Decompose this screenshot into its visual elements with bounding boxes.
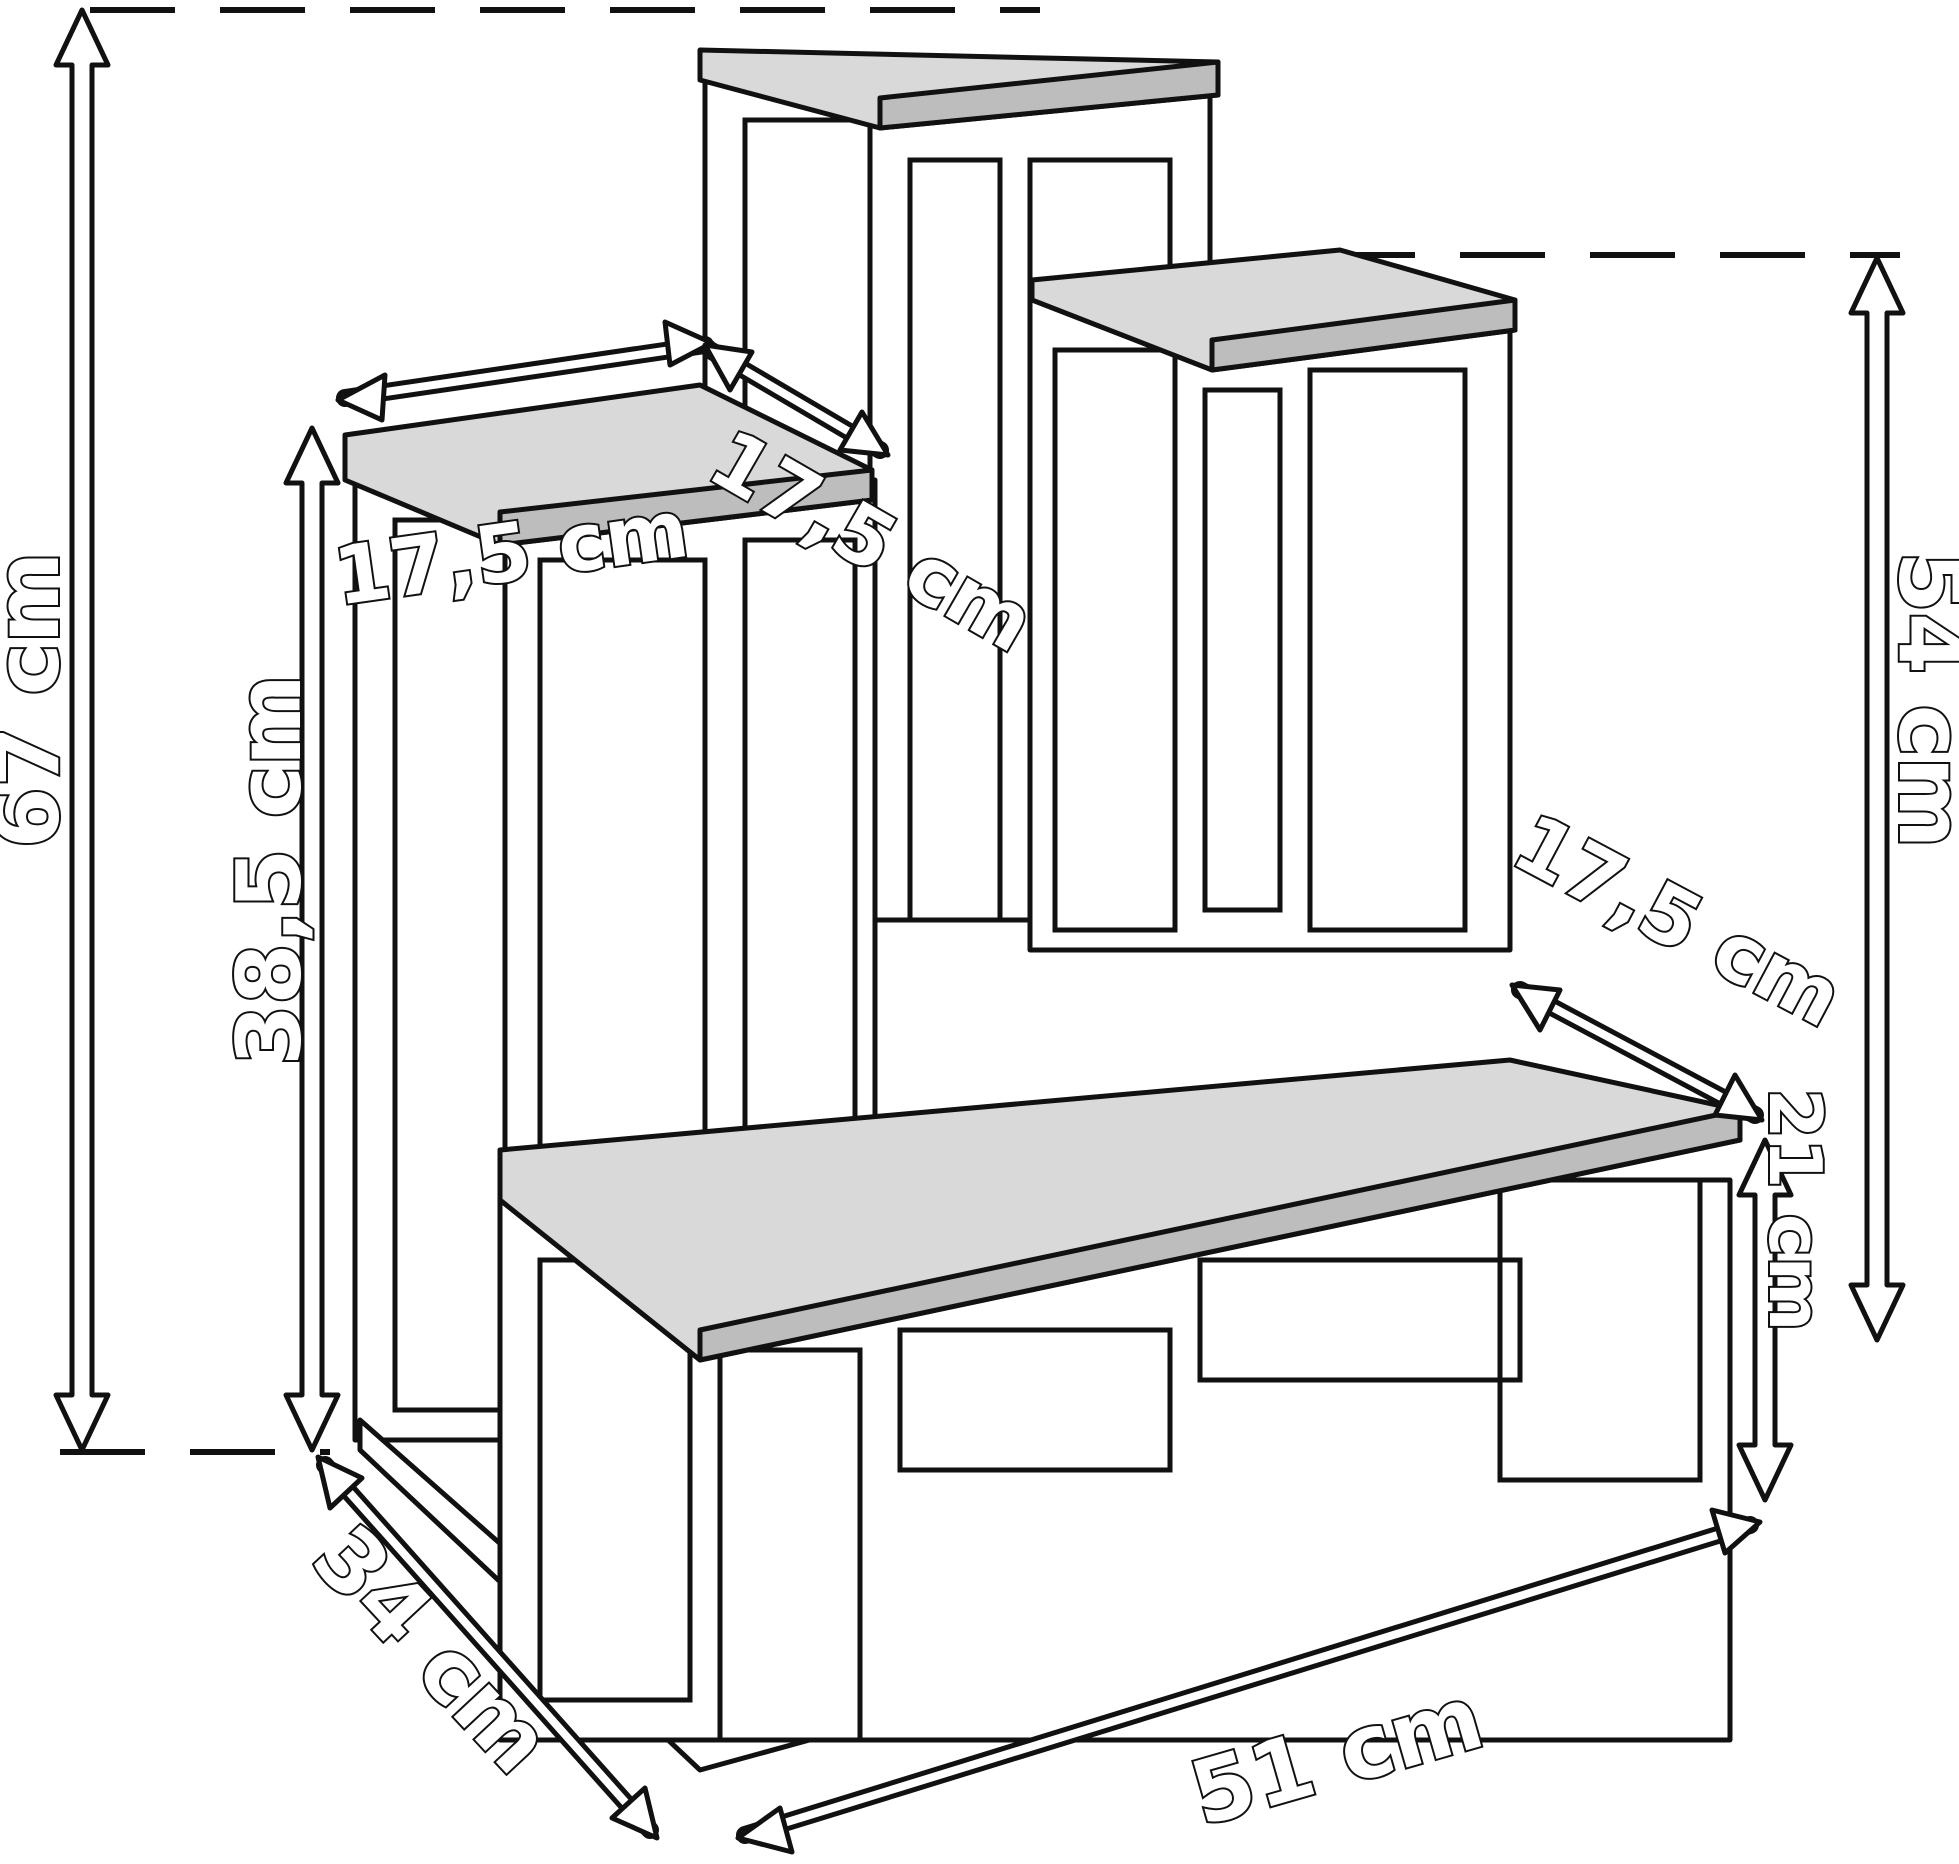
arrow-left-step-width-start bbox=[335, 372, 388, 423]
arrow-total-height bbox=[53, 7, 111, 1453]
label-right-height: 54 cm bbox=[1879, 552, 1959, 849]
arrow-base-width-start bbox=[735, 1805, 795, 1855]
dimension-arrows bbox=[53, 7, 1906, 1855]
arrow-left-step-depth-end bbox=[837, 409, 891, 458]
plant-stand bbox=[342, 47, 1743, 1773]
arrow-bench-depth-start bbox=[1509, 982, 1563, 1033]
label-left-step-height: 38,5 cm bbox=[218, 674, 321, 1066]
arrow-bench-height bbox=[1736, 1137, 1794, 1503]
arrow-left-step-width-end bbox=[662, 319, 715, 368]
arrow-base-width-end bbox=[1709, 1507, 1763, 1556]
middle-tower bbox=[1027, 247, 1518, 953]
label-bench-height: 21 cm bbox=[1753, 1089, 1837, 1332]
arrow-base-depth-end bbox=[609, 1785, 660, 1841]
arrow-left-step-depth-start bbox=[702, 342, 755, 393]
bench bbox=[497, 1057, 1743, 1743]
arrow-left-step-height bbox=[283, 425, 341, 1453]
arrow-bench-depth-end bbox=[1712, 1072, 1765, 1123]
label-total-height: 67 cm bbox=[0, 552, 79, 849]
arrow-right-height bbox=[1848, 255, 1906, 1343]
arrow-base-depth-start bbox=[315, 1454, 365, 1511]
